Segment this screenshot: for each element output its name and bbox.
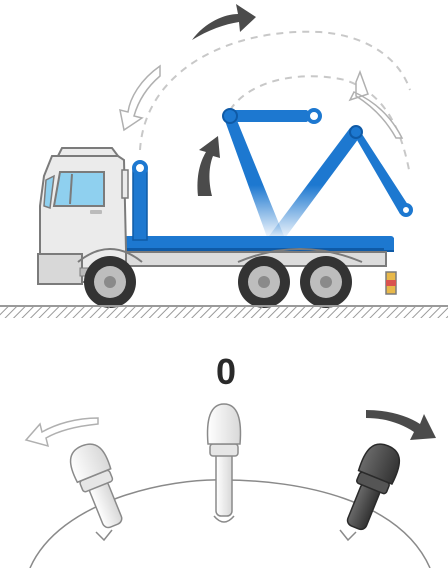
dark-arrow-middle	[197, 136, 220, 196]
ground	[0, 306, 448, 318]
rear-post	[384, 238, 394, 250]
arm-diagonal-pivot	[350, 126, 362, 138]
truck-door-handle	[90, 210, 102, 214]
truck-blue-frame	[122, 236, 394, 250]
hook-post	[133, 170, 147, 240]
light-arrow-left	[120, 66, 160, 130]
outer-dashed-arc	[140, 32, 410, 150]
lever-arrow-left-icon	[26, 418, 98, 446]
lever-arrow-right-icon	[366, 410, 436, 440]
truck-wheel-rear2	[300, 256, 352, 308]
arm-diagonal-hook	[401, 205, 411, 215]
hook-post-top	[134, 162, 146, 174]
truck-icon	[38, 148, 396, 308]
arm-diagonal	[266, 128, 362, 242]
hook-arm-icon	[223, 109, 411, 242]
arm-raised-vertical	[224, 118, 284, 240]
arm-raised-hook	[308, 110, 320, 122]
arm-raised-pivot	[223, 109, 237, 123]
truck-cab-top	[58, 148, 118, 156]
truck-bumper	[38, 254, 82, 284]
truck-window	[54, 172, 104, 206]
control-lever-dark	[338, 439, 405, 534]
truck-mirror	[122, 170, 128, 198]
truck-wheel-front	[84, 256, 136, 308]
curved-arrow-icon	[120, 4, 402, 196]
control-lever-center	[208, 404, 241, 516]
inner-dashed-arc	[230, 76, 410, 175]
dark-arrow-top	[192, 4, 256, 40]
truck-wheel-rear1	[238, 256, 290, 308]
lever-neutral-label: 0	[206, 352, 246, 392]
